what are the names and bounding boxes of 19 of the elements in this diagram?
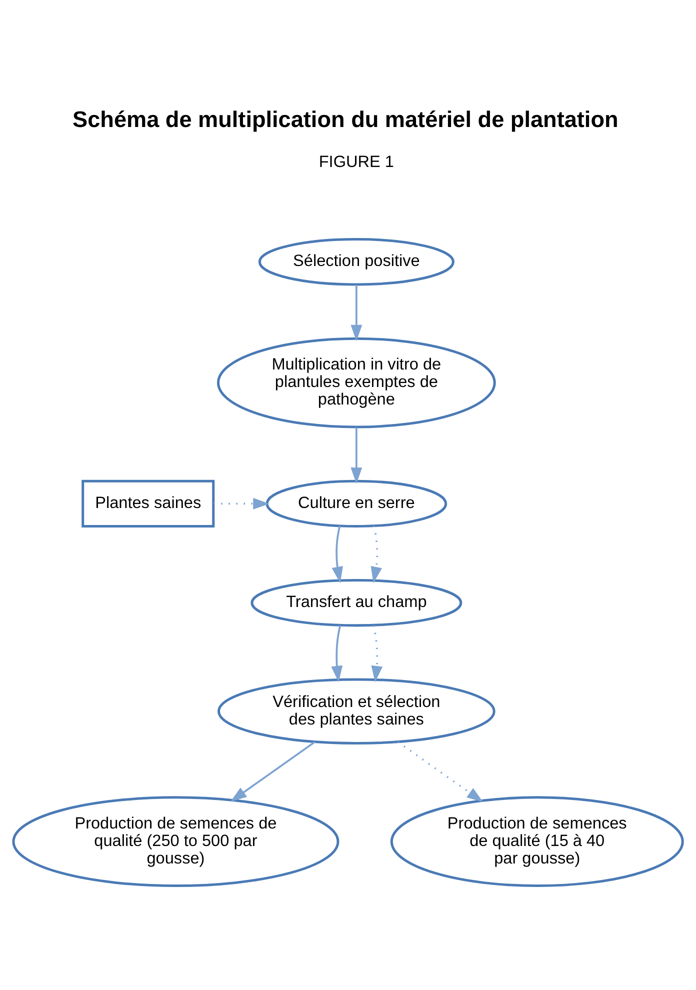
arrow [230, 740, 316, 802]
arrow [350, 284, 362, 341]
node-ellipse: Transfert au champ [250, 578, 462, 626]
node-ellipse: Vérification et sélection des plantes saines [218, 678, 496, 744]
node-ellipse: Sélection positive [258, 238, 454, 286]
node-ellipse: Multiplication in vitro de plantules exemptes de pathogène [216, 336, 496, 428]
node-box: Plantes saines [82, 479, 215, 528]
arrow [350, 426, 362, 484]
label: FIGURE 1 [318, 152, 394, 171]
node-ellipse: Production de semences de qualité (15 à 40 par gousse) [390, 796, 684, 887]
arrow [397, 740, 484, 802]
diagram-title: Schéma de multiplication du matériel de plantation [72, 106, 618, 132]
arrow [370, 525, 382, 583]
node-ellipse: Culture en serre [266, 479, 448, 528]
node-ellipse: Production de semences de qualité (250 to 500 par gousse) [12, 796, 340, 887]
arrow [332, 525, 343, 583]
arrow [214, 498, 270, 509]
arrow [371, 624, 383, 682]
arrow [331, 624, 343, 682]
